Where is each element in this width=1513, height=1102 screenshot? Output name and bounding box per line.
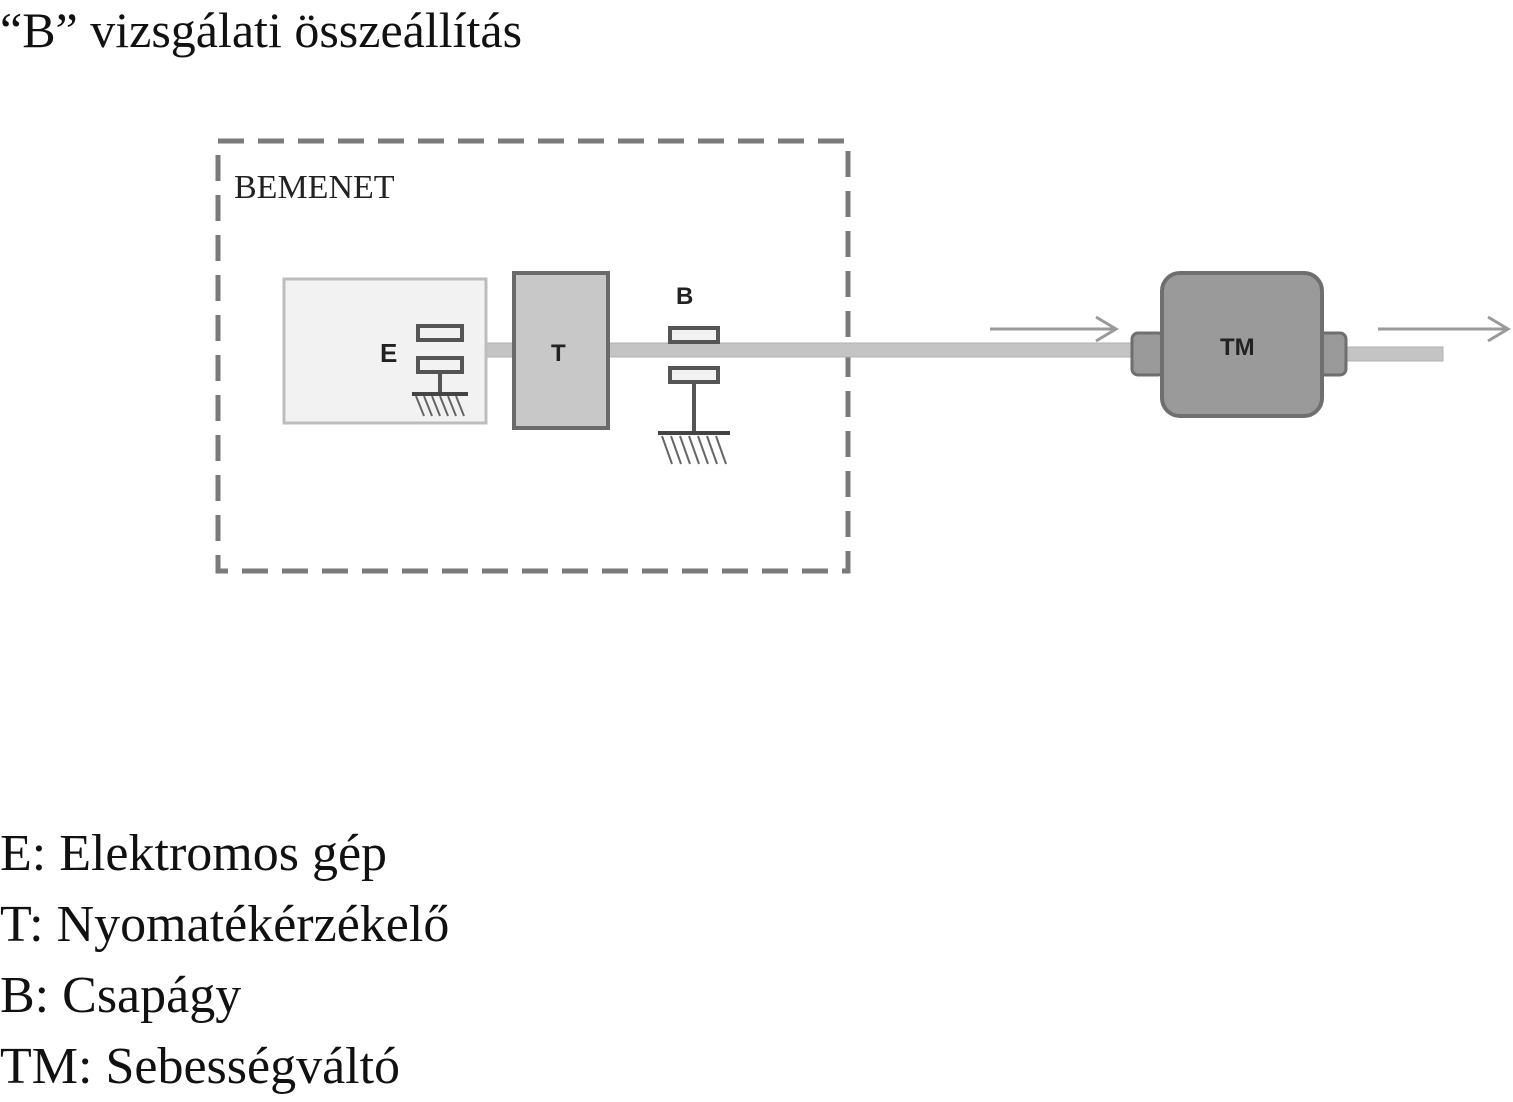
bearing-b-label: B [676,283,693,310]
electric-machine [282,277,488,425]
legend-item-b: B: Csapágy [0,967,242,1024]
output-flow-arrow [1378,315,1511,343]
output-shaft [1344,346,1444,362]
gearbox-label: TM [1220,334,1255,361]
legend-item-e: E: Elektromos gép [0,825,388,882]
gearbox [1130,271,1348,418]
input-flow-arrow [990,315,1119,343]
torque-sensor-label: T [551,340,566,367]
input-region-label: BEMENET [234,169,395,206]
legend-item-t: T: Nyomatékérzékelő [0,896,450,953]
legend: E: Elektromos gép T: Nyomatékérzékelő B:… [0,818,449,1102]
bearing-b [658,326,730,465]
legend-item-tm: TM: Sebességváltó [0,1038,401,1095]
machine-bearing [412,324,468,417]
diagram-title: “B” vizsgálati összeállítás [0,2,523,58]
torque-sensor [512,271,610,430]
electric-machine-label: E [380,338,397,368]
